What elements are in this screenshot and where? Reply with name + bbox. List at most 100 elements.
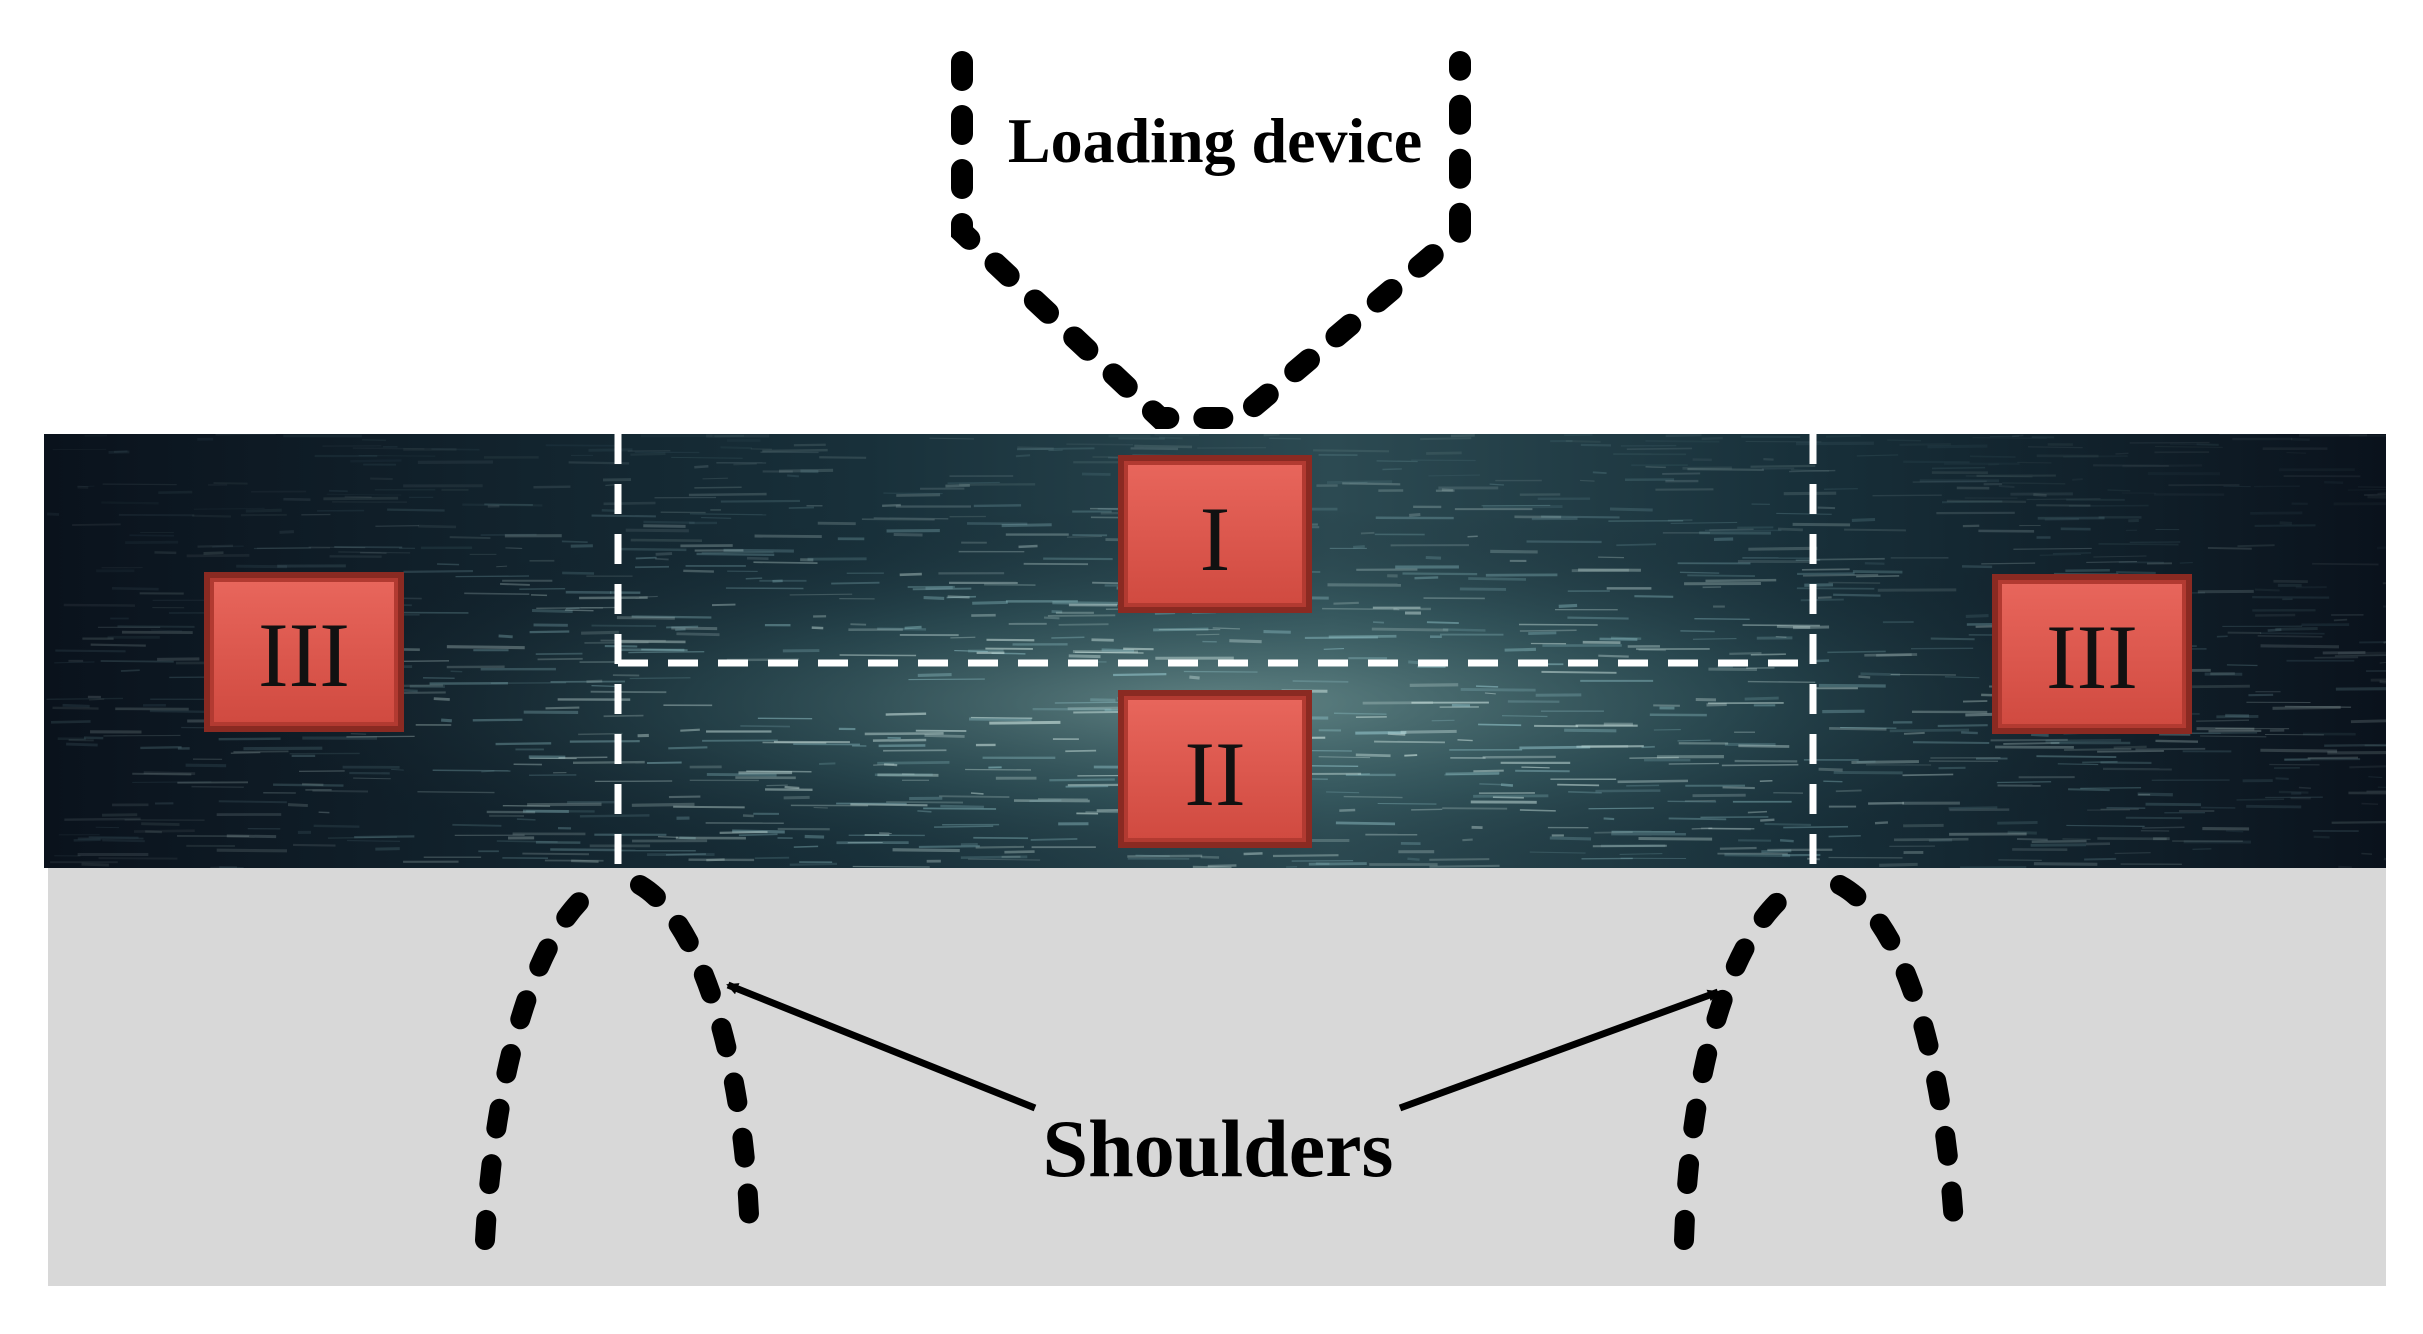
fiber-streak	[819, 457, 866, 458]
fiber-streak	[1066, 444, 1133, 445]
fiber-streak	[1048, 615, 1115, 616]
fiber-streak	[450, 537, 491, 538]
fiber-streak	[1802, 569, 1850, 570]
fiber-streak	[819, 763, 835, 764]
fiber-streak	[1932, 468, 1985, 469]
fiber-streak	[351, 734, 366, 735]
fiber-streak	[2002, 483, 2065, 484]
fiber-streak	[701, 518, 731, 519]
fiber-streak	[2255, 525, 2316, 526]
fiber-streak	[1501, 785, 1513, 786]
fiber-streak	[1473, 796, 1548, 797]
fiber-streak	[2064, 749, 2131, 750]
fiber-streak	[1811, 559, 1885, 560]
fiber-streak	[1527, 542, 1602, 543]
fiber-streak	[362, 440, 386, 441]
fiber-streak	[532, 611, 573, 612]
fiber-streak	[753, 562, 817, 563]
fiber-streak	[140, 747, 181, 748]
fiber-streak	[1797, 588, 1874, 589]
fiber-streak	[2045, 740, 2121, 741]
fiber-streak	[573, 762, 645, 763]
fiber-streak	[1598, 656, 1628, 657]
fiber-streak	[2099, 544, 2179, 545]
fiber-streak	[1598, 557, 1624, 558]
fiber-streak	[214, 483, 248, 484]
fiber-streak	[84, 738, 103, 739]
fiber-streak	[697, 554, 775, 555]
fiber-streak	[55, 651, 125, 652]
fiber-streak	[831, 583, 879, 584]
fiber-streak	[1049, 779, 1114, 780]
fiber-streak	[150, 711, 213, 712]
fiber-streak	[1931, 639, 1975, 640]
fiber-streak	[1113, 674, 1166, 675]
fiber-streak	[1502, 716, 1547, 717]
fiber-streak	[236, 566, 287, 567]
fiber-streak	[309, 547, 366, 548]
fiber-streak	[2260, 750, 2337, 751]
fiber-streak	[293, 845, 335, 846]
fiber-streak	[418, 526, 456, 527]
fiber-streak	[1461, 689, 1536, 690]
fiber-streak	[1410, 685, 1458, 686]
fiber-streak	[114, 451, 128, 452]
fiber-streak	[1873, 495, 1942, 496]
fiber-streak	[1819, 769, 1843, 770]
fiber-streak	[1541, 517, 1619, 518]
fiber-streak	[1373, 622, 1384, 623]
fiber-streak	[1401, 731, 1457, 732]
fiber-streak	[1646, 467, 1666, 468]
region-label-II-text: II	[1184, 723, 1245, 825]
fiber-streak	[794, 846, 818, 847]
fiber-streak	[217, 850, 287, 851]
fiber-streak	[905, 627, 922, 628]
fiber-streak	[617, 618, 675, 619]
fiber-streak	[1520, 810, 1556, 811]
fiber-streak	[1136, 855, 1170, 856]
fiber-streak	[194, 508, 265, 509]
fiber-streak	[216, 433, 276, 434]
fiber-streak	[1564, 730, 1616, 731]
fiber-streak	[604, 503, 656, 504]
fiber-streak	[1263, 632, 1290, 633]
fiber-streak	[2196, 720, 2249, 721]
fiber-streak	[886, 714, 926, 715]
fiber-streak	[522, 854, 589, 855]
fiber-streak	[1588, 808, 1653, 809]
fiber-streak	[550, 850, 616, 851]
fiber-streak	[2268, 630, 2282, 631]
fiber-streak	[1875, 822, 1888, 823]
fiber-streak	[630, 678, 691, 679]
fiber-streak	[1402, 573, 1477, 574]
fiber-streak	[1793, 627, 1829, 628]
fiber-streak	[192, 516, 231, 517]
fiber-streak	[302, 784, 323, 785]
fiber-streak	[1836, 790, 1862, 791]
fiber-streak	[1961, 732, 1978, 733]
fiber-streak	[1904, 733, 1925, 734]
fiber-streak	[562, 573, 594, 574]
fiber-streak	[89, 837, 139, 838]
fiber-streak	[64, 605, 135, 606]
fiber-streak	[1457, 740, 1472, 741]
fiber-streak	[747, 558, 769, 559]
fiber-streak	[1420, 438, 1471, 439]
fiber-streak	[1595, 791, 1660, 792]
fiber-streak	[1505, 649, 1536, 650]
fiber-streak	[2299, 788, 2311, 789]
fiber-streak	[346, 736, 414, 737]
fiber-streak	[1201, 857, 1219, 858]
fiber-streak	[204, 553, 224, 554]
fiber-streak	[2280, 523, 2292, 524]
fiber-streak	[1374, 742, 1445, 743]
fiber-streak	[2286, 452, 2306, 453]
fiber-streak	[1353, 546, 1365, 547]
fiber-streak	[580, 815, 650, 816]
fiber-streak	[1155, 613, 1175, 614]
fiber-streak	[621, 549, 686, 550]
fiber-streak	[1894, 839, 1968, 840]
fiber-streak	[1411, 809, 1442, 810]
fiber-streak	[1059, 624, 1109, 625]
fiber-streak	[536, 607, 615, 608]
